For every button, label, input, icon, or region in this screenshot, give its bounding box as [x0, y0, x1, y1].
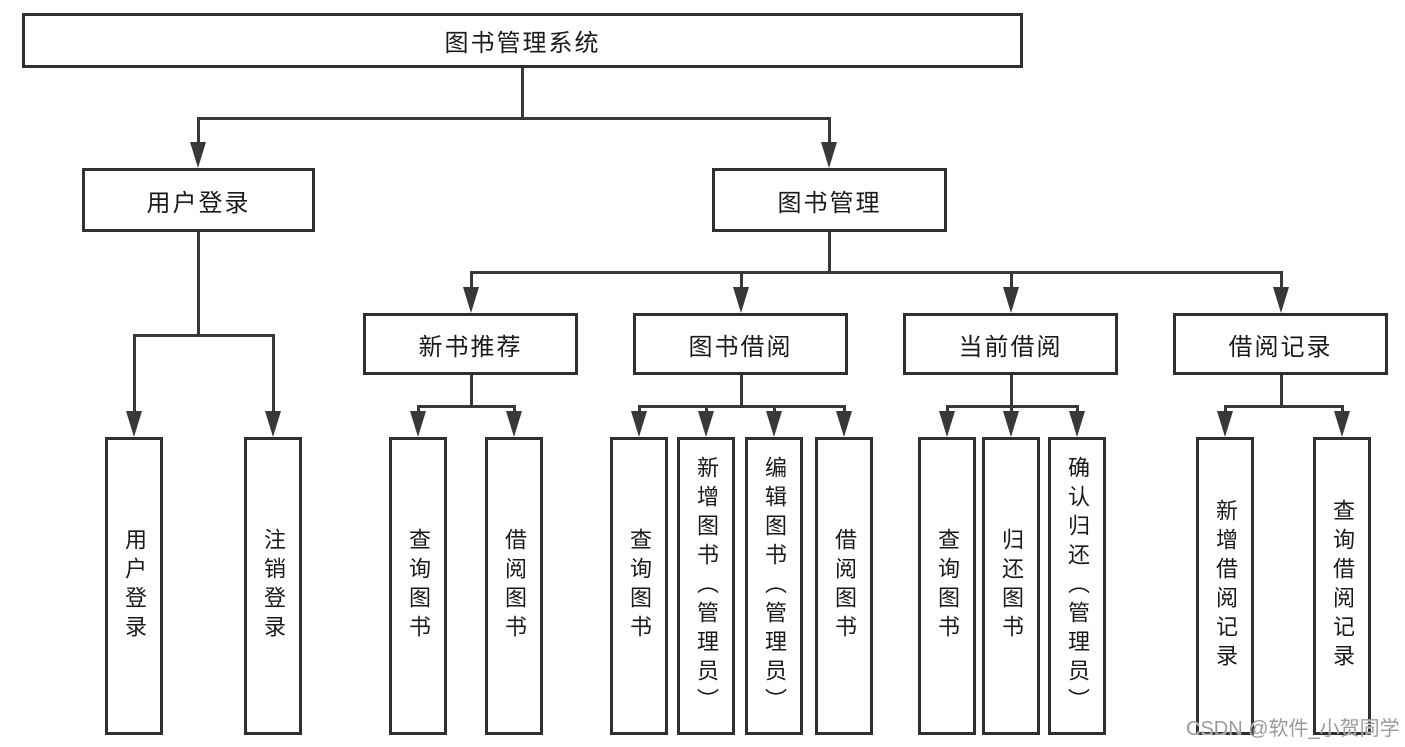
edge-current-borrow-trunk: [1010, 375, 1013, 407]
node-label: 图书管理: [777, 189, 882, 217]
arrow-down-icon: [821, 142, 837, 168]
arrow-down-icon: [766, 411, 782, 437]
arrow-down-icon: [506, 411, 522, 437]
edge-root-trunk: [521, 68, 524, 118]
node-new-book-recommend: 新书推荐: [363, 313, 578, 375]
edge-drop-leaf: [417, 406, 420, 414]
edge-book-borrow-trunk: [740, 375, 743, 407]
node-label: 图书借阅: [688, 333, 793, 361]
leaf-query-books-3: 查询图书: [918, 437, 976, 735]
arrow-down-icon: [190, 142, 206, 168]
leaf-borrow-books-1: 借阅图书: [485, 437, 543, 735]
edge-borrow-records-trunk: [1280, 375, 1283, 407]
leaf-query-books-1: 查询图书: [389, 437, 447, 735]
node-borrow-records: 借阅记录: [1173, 313, 1388, 375]
edge-drop-book-management: [828, 118, 831, 148]
edge-drop-leaf: [638, 406, 641, 414]
node-label: 新书推荐: [418, 333, 523, 361]
edge-drop-borrow-records: [1280, 272, 1283, 290]
edge-drop-leaf: [773, 406, 776, 414]
edge-new-book-trunk: [470, 375, 473, 407]
node-label: 归还图书: [999, 528, 1024, 644]
leaf-query-books-2: 查询图书: [610, 437, 668, 735]
node-label: 新增借阅记录: [1213, 499, 1238, 673]
node-label: 借阅图书: [502, 528, 527, 644]
edge-drop-leaf: [1076, 406, 1079, 414]
arrow-down-icon: [1003, 287, 1019, 313]
node-label: 用户登录: [146, 189, 251, 217]
edge-book-management-rail: [470, 271, 1283, 274]
leaf-add-books-admin: 新增图书（管理员）: [677, 437, 735, 735]
edge-drop-user-login: [197, 118, 200, 148]
node-label: 确认归还（管理员）: [1065, 455, 1090, 717]
arrow-down-icon: [733, 287, 749, 313]
edge-drop-leaf: [1224, 406, 1227, 414]
leaf-query-borrow-record: 查询借阅记录: [1313, 437, 1371, 735]
edge-book-borrow-rail: [638, 405, 846, 408]
node-label: 查询图书: [627, 528, 652, 644]
edge-borrow-records-rail: [1224, 405, 1344, 408]
arrow-down-icon: [265, 411, 281, 437]
arrow-down-icon: [1003, 411, 1019, 437]
edge-user-login-trunk: [197, 232, 200, 336]
node-label: 借阅记录: [1228, 333, 1333, 361]
arrow-down-icon: [1334, 411, 1350, 437]
leaf-user-login: 用户登录: [105, 437, 163, 735]
node-label: 编辑图书（管理员）: [762, 455, 787, 717]
arrow-down-icon: [410, 411, 426, 437]
arrow-down-icon: [939, 411, 955, 437]
node-label: 图书管理系统: [444, 30, 601, 57]
node-book-borrow: 图书借阅: [633, 313, 848, 375]
leaf-edit-books-admin: 编辑图书（管理员）: [745, 437, 803, 735]
edge-drop-leaf: [705, 406, 708, 414]
edge-new-book-rail: [417, 405, 516, 408]
arrow-down-icon: [126, 411, 142, 437]
node-label: 查询借阅记录: [1330, 499, 1355, 673]
arrow-down-icon: [698, 411, 714, 437]
edge-book-management-trunk: [828, 232, 831, 273]
csdn-watermark: CSDN @软件_小贺同学: [1186, 718, 1400, 740]
edge-user-login-rail: [133, 334, 275, 337]
arrow-down-icon: [463, 287, 479, 313]
arrow-down-icon: [1069, 411, 1085, 437]
node-label: 当前借阅: [958, 333, 1063, 361]
edge-drop-leaf: [1341, 406, 1344, 414]
edge-root-rail: [197, 117, 831, 120]
edge-drop-leaf: [272, 335, 275, 415]
arrow-down-icon: [631, 411, 647, 437]
node-book-management: 图书管理: [712, 168, 947, 232]
edge-drop-leaf: [133, 335, 136, 415]
edge-drop-leaf: [1010, 406, 1013, 414]
edge-drop-current-borrow: [1010, 272, 1013, 290]
arrow-down-icon: [836, 411, 852, 437]
edge-drop-leaf: [513, 406, 516, 414]
edge-drop-leaf: [946, 406, 949, 414]
node-root-system: 图书管理系统: [22, 13, 1023, 68]
node-label: 查询图书: [935, 528, 960, 644]
leaf-confirm-return-admin: 确认归还（管理员）: [1048, 437, 1106, 735]
arrow-down-icon: [1273, 287, 1289, 313]
node-current-borrow: 当前借阅: [903, 313, 1118, 375]
leaf-add-borrow-record: 新增借阅记录: [1196, 437, 1254, 735]
node-label: 新增图书（管理员）: [694, 455, 719, 717]
node-label: 借阅图书: [832, 528, 857, 644]
leaf-return-books: 归还图书: [982, 437, 1040, 735]
node-label: 用户登录: [122, 528, 147, 644]
edge-drop-new-book: [470, 272, 473, 290]
edge-drop-book-borrow: [740, 272, 743, 290]
edge-drop-leaf: [843, 406, 846, 414]
leaf-borrow-books-2: 借阅图书: [815, 437, 873, 735]
node-user-login: 用户登录: [82, 168, 315, 232]
arrow-down-icon: [1217, 411, 1233, 437]
leaf-logout: 注销登录: [244, 437, 302, 735]
node-label: 注销登录: [261, 528, 286, 644]
node-label: 查询图书: [406, 528, 431, 644]
